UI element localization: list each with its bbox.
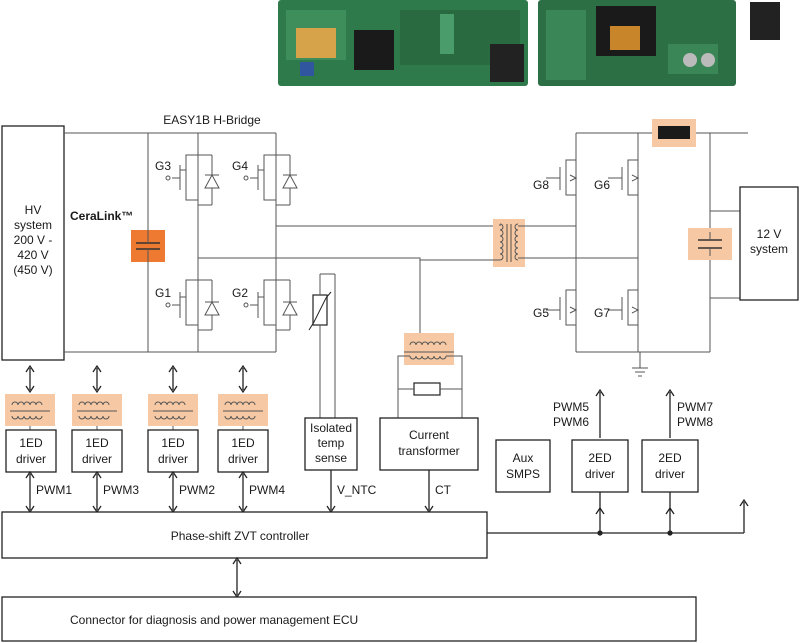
svg-text:PWM3: PWM3 — [103, 483, 139, 497]
mosfet-g5 — [546, 289, 578, 326]
svg-text:1ED: 1ED — [161, 436, 185, 450]
svg-text:system: system — [14, 218, 52, 232]
ct-label: CT — [435, 483, 452, 497]
svg-text:PWM8: PWM8 — [677, 415, 713, 429]
svg-text:system: system — [750, 242, 788, 256]
v-ntc-arrow — [326, 470, 336, 514]
gate-labels-left: G3 G4 G1 G2 — [155, 159, 248, 300]
ntc-thermistor — [308, 273, 336, 418]
svg-text:G2: G2 — [232, 286, 248, 300]
ceralink-capacitor — [131, 230, 165, 262]
main-transformer — [420, 219, 638, 267]
right-bus-wires — [487, 492, 749, 536]
lv-system-label: 12 V system — [750, 227, 788, 256]
pcb-photo-left — [278, 0, 528, 86]
svg-text:transformer: transformer — [398, 444, 459, 458]
driver-1ed-3: 1ED driver — [147, 429, 199, 473]
zvt-controller-box: Phase-shift ZVT controller — [1, 511, 488, 559]
svg-text:sense: sense — [315, 451, 347, 465]
svg-text:(450 V): (450 V) — [13, 263, 52, 277]
transformer-driver-links — [29, 426, 244, 430]
svg-text:G7: G7 — [594, 306, 610, 320]
controller-connector-arrow — [232, 556, 242, 599]
svg-text:200 V -: 200 V - — [14, 233, 53, 247]
pwm-right-arrows — [595, 388, 675, 438]
output-inductor — [652, 119, 696, 147]
svg-text:HV: HV — [25, 203, 42, 217]
bridge-midpoints — [198, 225, 500, 340]
svg-text:G8: G8 — [533, 178, 549, 192]
driver-2ed-2: 2ED driver — [641, 439, 699, 493]
driver-1ed-2: 1ED driver — [71, 429, 123, 473]
ground-symbol — [632, 352, 648, 377]
gate-signal-arrows — [25, 364, 248, 394]
temp-sense-box: Isolated temp sense — [304, 417, 358, 471]
svg-text:driver: driver — [655, 467, 685, 481]
svg-text:Current: Current — [409, 428, 450, 442]
gate-isolation-transformers — [5, 394, 268, 426]
svg-text:G1: G1 — [155, 286, 171, 300]
svg-text:12 V: 12 V — [757, 227, 782, 241]
pwm-right-labels: PWM5 PWM6 PWM7 PWM8 — [553, 400, 713, 429]
svg-text:driver: driver — [585, 467, 615, 481]
ecu-connector-box: Connector for diagnosis and power manage… — [1, 596, 697, 642]
svg-text:PWM2: PWM2 — [179, 483, 215, 497]
v-ntc-label: V_NTC — [337, 483, 377, 497]
igbt-g4 — [243, 154, 298, 206]
igbt-g3 — [165, 154, 220, 206]
svg-text:Connector for diagnosis and po: Connector for diagnosis and power manage… — [70, 613, 358, 627]
dc-bus — [64, 132, 276, 353]
aux-smps-box: Aux SMPS — [495, 439, 551, 493]
igbt-g2 — [243, 279, 298, 331]
ct-arrow — [424, 470, 434, 514]
mosfet-g6 — [608, 159, 640, 196]
svg-text:1ED: 1ED — [19, 436, 43, 450]
igbt-g1 — [165, 279, 220, 331]
svg-text:temp: temp — [318, 436, 345, 450]
svg-text:PWM5: PWM5 — [553, 400, 589, 414]
svg-text:1ED: 1ED — [231, 436, 255, 450]
svg-text:driver: driver — [82, 452, 112, 466]
current-transformer-box: Current transformer — [379, 417, 479, 471]
output-filter-wires — [640, 133, 740, 353]
svg-text:420 V: 420 V — [17, 248, 48, 262]
svg-text:PWM4: PWM4 — [249, 483, 285, 497]
svg-text:2ED: 2ED — [658, 451, 682, 465]
svg-text:G5: G5 — [533, 306, 549, 320]
svg-text:Aux: Aux — [513, 451, 534, 465]
hv-system-box — [1, 125, 65, 361]
svg-text:G3: G3 — [155, 159, 171, 173]
driver-2ed-1: 2ED driver — [571, 439, 629, 493]
pwm-left-labels: PWM1 PWM3 PWM2 PWM4 — [36, 483, 285, 497]
svg-text:Phase-shift ZVT controller: Phase-shift ZVT controller — [171, 529, 310, 543]
gate-labels-right: G8 G6 G5 G7 — [533, 178, 610, 320]
ceralink-label: CeraLink™ — [70, 209, 133, 223]
svg-text:PWM6: PWM6 — [553, 415, 589, 429]
driver-1ed-4: 1ED driver — [217, 429, 269, 473]
lv-system-box — [739, 186, 799, 301]
svg-text:SMPS: SMPS — [506, 467, 540, 481]
svg-text:driver: driver — [228, 452, 258, 466]
h-bridge-legs — [197, 133, 277, 352]
mosfet-g7 — [608, 289, 640, 326]
svg-text:PWM7: PWM7 — [677, 400, 713, 414]
svg-text:driver: driver — [158, 452, 188, 466]
mosfet-g8 — [546, 159, 578, 196]
svg-text:G6: G6 — [594, 178, 610, 192]
svg-text:2ED: 2ED — [588, 451, 612, 465]
svg-text:PWM1: PWM1 — [36, 483, 72, 497]
output-capacitor — [688, 228, 732, 260]
svg-text:G4: G4 — [232, 159, 248, 173]
driver-1ed-1: 1ED driver — [5, 429, 57, 473]
h-bridge-title: EASY1B H-Bridge — [163, 113, 261, 127]
hv-system-label: HV system 200 V - 420 V (450 V) — [13, 203, 52, 277]
svg-text:1ED: 1ED — [85, 436, 109, 450]
svg-text:driver: driver — [16, 452, 46, 466]
svg-text:Isolated: Isolated — [310, 421, 352, 435]
pcb-photo-right — [538, 0, 780, 86]
current-transformer-coil — [397, 333, 463, 418]
